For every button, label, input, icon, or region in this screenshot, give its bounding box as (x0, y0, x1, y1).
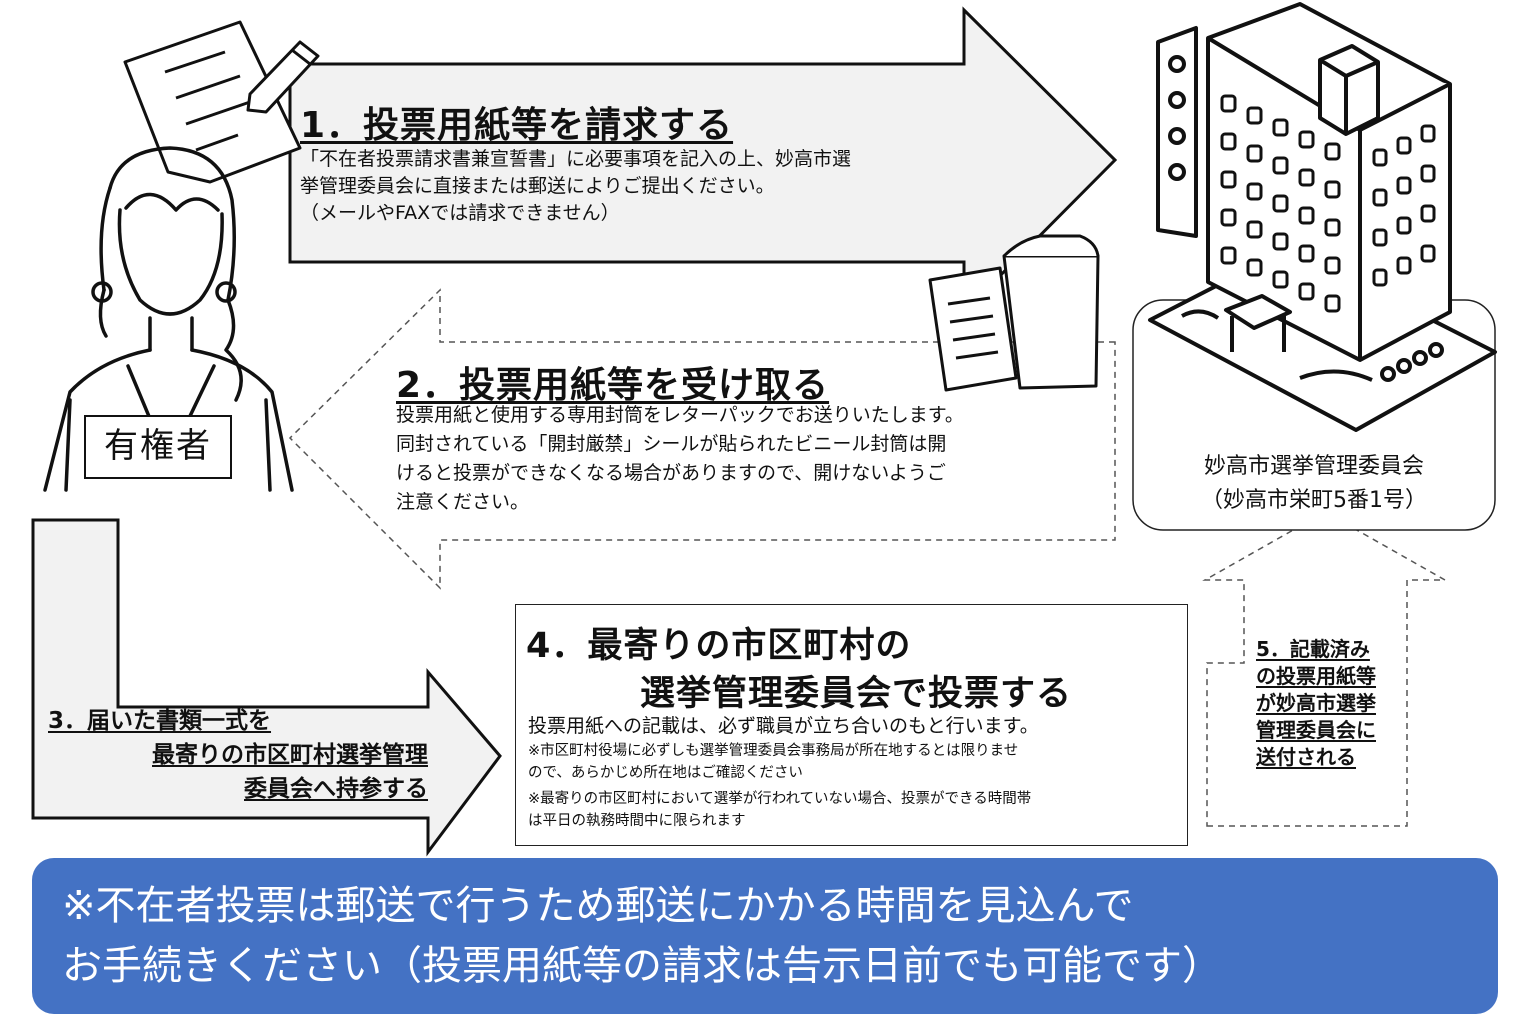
step2-line-2: 同封されている「開封厳禁」シールが貼られたビニール封筒は開 (396, 433, 947, 455)
step2-line-1: 投票用紙と使用する専用封筒をレターパックでお送りいたします。 (396, 404, 964, 426)
step3-line-1: 3．届いた書類一式を (48, 708, 272, 734)
step1-line-3: （メールやFAXでは請求できません） (300, 202, 620, 224)
step5-line-1: 5．記載済み (1256, 637, 1370, 661)
step5-line-2: の投票用紙等 (1256, 664, 1376, 688)
step2-line-3: けると投票ができなくなる場合がありますので、開けないようご (396, 462, 946, 484)
building-windows (1220, 94, 1436, 313)
step4-note-2: ので、あらかじめ所在地はご確認ください (528, 765, 803, 781)
step4-box: 4．最寄りの市区町村の 選挙管理委員会で投票する 投票用紙への記載は、必ず職員が… (515, 604, 1188, 846)
step1-title: 1．投票用紙等を請求する (300, 105, 734, 146)
step4-note-4: は平日の執務時間中に限られます (528, 813, 746, 829)
committee-address: （妙高市栄町5番1号） (1201, 488, 1427, 513)
step5-line-4: 管理委員会に (1256, 718, 1376, 742)
step3-text: 3．届いた書類一式を 最寄りの市区町村選挙管理 委員会へ持参する (48, 704, 428, 806)
step5-line-5: 送付される (1256, 745, 1356, 769)
step3-line-2: 最寄りの市区町村選挙管理 (152, 742, 428, 768)
envelope-icon (1002, 234, 1100, 390)
step4-note-1: ※市区町村役場に必ずしも選挙管理委員会事務局が所在地するとは限りませ (528, 743, 1019, 759)
step2-title: 2．投票用紙等を受け取る (396, 365, 830, 406)
step4-title-line-1: 4．最寄りの市区町村の (526, 626, 912, 666)
footer-line-2: お手続きください（投票用紙等の請求は告示日前でも可能です） (62, 943, 1222, 989)
step1-line-2: 挙管理委員会に直接または郵送によりご提出ください。 (300, 175, 775, 197)
step5-text: 5．記載済み の投票用紙等 が妙高市選挙 管理委員会に 送付される (1256, 636, 1406, 771)
documents-icon (928, 266, 1018, 392)
step3-line-3: 委員会へ持参する (244, 776, 428, 802)
footer-notice: ※不在者投票は郵送で行うため郵送にかかる時間を見込んで お手続きください（投票用… (32, 858, 1498, 1014)
step1-line-1: 「不在者投票請求書兼宣誓書」に必要事項を記入の上、妙高市選 (300, 148, 852, 170)
step5-line-3: が妙高市選挙 (1256, 691, 1376, 715)
committee-name: 妙高市選挙管理委員会 (1203, 454, 1424, 479)
arrow-step5 (1202, 511, 1448, 827)
step2-line-4: 注意ください。 (396, 491, 530, 513)
footer-line-1: ※不在者投票は郵送で行うため郵送にかかる時間を見込んで (62, 883, 1134, 929)
arrow-step3 (31, 518, 502, 857)
voter-label: 有権者 (84, 415, 232, 479)
step4-main: 投票用紙への記載は、必ず職員が立ち合いのもと行います。 (528, 715, 1039, 737)
pen-paper-icon (123, 20, 320, 184)
woman-icon (43, 146, 294, 492)
step4-title-line-2: 選挙管理委員会で投票する (640, 674, 1073, 714)
step4-note-3: ※最寄りの市区町村において選挙が行われていない場合、投票ができる時間帯 (528, 791, 1032, 807)
arrow-step2 (288, 288, 1116, 590)
